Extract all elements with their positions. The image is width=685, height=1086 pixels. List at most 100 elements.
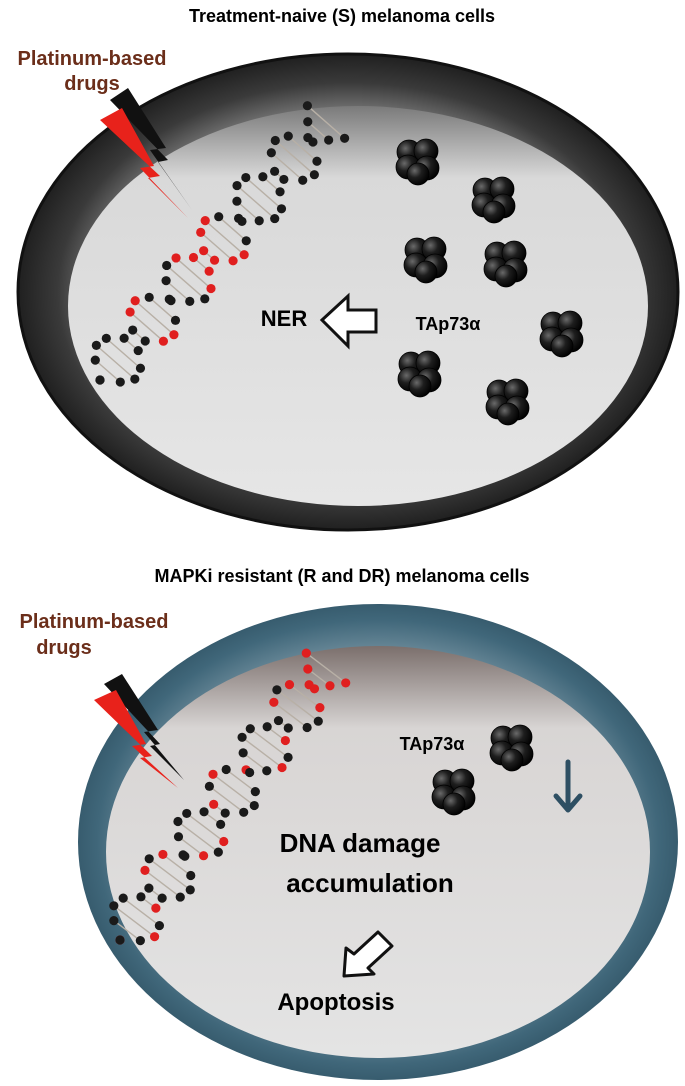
dna-rung bbox=[208, 785, 245, 813]
dna-nucleotide bbox=[266, 148, 276, 158]
dna-nucleotide bbox=[283, 131, 293, 141]
dna-nucleotide bbox=[125, 307, 135, 317]
bottom-panel-title: MAPKi resistant (R and DR) melanoma cell… bbox=[154, 566, 529, 586]
top-cell-inner bbox=[68, 106, 648, 506]
top-panel: Treatment-naive (S) melanoma cells Plati… bbox=[16, 6, 680, 532]
dna-nucleotide bbox=[270, 135, 280, 146]
dna-nucleotide bbox=[237, 732, 247, 742]
dna-nucleotide bbox=[133, 345, 143, 356]
dna-rung bbox=[241, 736, 283, 769]
dna-nucleotide bbox=[214, 212, 224, 222]
dna-rung bbox=[212, 773, 255, 807]
dna-rung bbox=[218, 216, 247, 242]
dna-rung bbox=[307, 668, 331, 687]
dna-rung bbox=[178, 836, 205, 857]
dna-nucleotide bbox=[186, 870, 196, 881]
dna-nucleotide bbox=[283, 752, 293, 762]
dna-nucleotide bbox=[185, 296, 195, 307]
dna-nucleotide bbox=[109, 901, 119, 911]
dna-nucleotide bbox=[254, 216, 264, 226]
top-tap73-label: TAp73α bbox=[416, 314, 481, 334]
bottom-lightning-icon bbox=[94, 674, 184, 788]
dna-nucleotide bbox=[221, 764, 231, 775]
top-panel-title: Treatment-naive (S) melanoma cells bbox=[189, 6, 495, 26]
dna-nucleotide bbox=[341, 678, 351, 688]
dna-nucleotide bbox=[262, 722, 272, 732]
dna-nucleotide bbox=[312, 156, 322, 166]
dna-nucleotide bbox=[284, 680, 295, 690]
bottom-dna-helix-icon bbox=[109, 648, 351, 946]
bottom-damage-label-line1: DNA damage bbox=[280, 828, 441, 858]
dna-nucleotide bbox=[325, 681, 335, 691]
dna-rung bbox=[274, 139, 315, 176]
dna-nucleotide bbox=[213, 847, 223, 857]
dna-nucleotide bbox=[144, 883, 154, 893]
dna-nucleotide bbox=[95, 375, 105, 385]
top-ner-arrow-icon bbox=[319, 292, 378, 350]
dna-nucleotide bbox=[171, 253, 181, 263]
dna-nucleotide bbox=[170, 315, 181, 325]
dna-nucleotide bbox=[158, 849, 168, 860]
dna-nucleotide bbox=[204, 266, 214, 276]
dna-nucleotide bbox=[200, 294, 210, 304]
top-lightning-icon bbox=[100, 88, 192, 218]
dna-rung bbox=[148, 296, 176, 321]
dna-rung bbox=[236, 185, 276, 220]
dna-rung bbox=[204, 220, 245, 256]
dna-nucleotide bbox=[206, 283, 216, 294]
dna-rung bbox=[200, 231, 234, 262]
dna-nucleotide bbox=[185, 885, 195, 895]
top-drug-label-line1: Platinum-based bbox=[18, 48, 167, 70]
dna-nucleotide bbox=[302, 722, 312, 733]
dna-nucleotide bbox=[182, 808, 192, 819]
top-ner-label: NER bbox=[261, 306, 308, 331]
dna-nucleotide bbox=[250, 786, 260, 797]
dna-nucleotide bbox=[275, 187, 285, 197]
dna-nucleotide bbox=[270, 166, 280, 176]
dna-nucleotide bbox=[273, 715, 284, 726]
dna-rung bbox=[113, 905, 156, 938]
dna-nucleotide bbox=[262, 766, 272, 776]
dna-nucleotide bbox=[219, 836, 229, 847]
dna-nucleotide bbox=[188, 252, 199, 263]
down-arrow-icon bbox=[553, 759, 583, 813]
dna-rung bbox=[270, 152, 304, 181]
dna-rung bbox=[165, 280, 191, 302]
dna-nucleotide bbox=[204, 781, 214, 791]
bottom-panel: MAPKi resistant (R and DR) melanoma cell… bbox=[20, 566, 678, 1080]
dna-nucleotide bbox=[200, 216, 210, 226]
dna-nucleotide bbox=[277, 762, 287, 773]
dna-rung bbox=[273, 701, 308, 729]
dna-rung bbox=[94, 359, 121, 383]
dna-rung bbox=[236, 200, 260, 222]
dna-nucleotide bbox=[115, 377, 125, 387]
dna-nucleotide bbox=[216, 819, 226, 829]
dna-nucleotide bbox=[136, 892, 146, 902]
dna-nucleotide bbox=[220, 808, 230, 818]
dna-rung bbox=[134, 300, 175, 336]
dna-nucleotide bbox=[151, 903, 161, 913]
bottom-drug-label-line2: drugs bbox=[36, 637, 92, 659]
dna-nucleotide bbox=[237, 216, 247, 226]
dna-nucleotide bbox=[238, 748, 248, 758]
dna-nucleotide bbox=[161, 276, 171, 286]
top-cell-outer-dark bbox=[16, 52, 680, 532]
dna-nucleotide bbox=[283, 723, 293, 733]
dna-nucleotide bbox=[144, 854, 154, 864]
bottom-damage-label-line2: accumulation bbox=[286, 868, 454, 898]
dna-rung bbox=[276, 689, 319, 722]
dna-nucleotide bbox=[232, 180, 242, 191]
dna-nucleotide bbox=[175, 892, 185, 902]
dna-rung bbox=[105, 337, 141, 369]
apoptosis-arrow-icon bbox=[342, 930, 394, 978]
dna-nucleotide bbox=[135, 936, 145, 946]
dna-nucleotide bbox=[272, 685, 282, 695]
dna-nucleotide bbox=[239, 250, 249, 260]
dna-nucleotide bbox=[135, 363, 146, 373]
dna-nucleotide bbox=[144, 292, 154, 302]
dna-rung bbox=[242, 752, 268, 772]
dna-rung bbox=[287, 135, 318, 162]
dna-rung bbox=[225, 768, 256, 793]
dna-nucleotide bbox=[173, 832, 184, 842]
dna-nucleotide bbox=[140, 865, 150, 875]
